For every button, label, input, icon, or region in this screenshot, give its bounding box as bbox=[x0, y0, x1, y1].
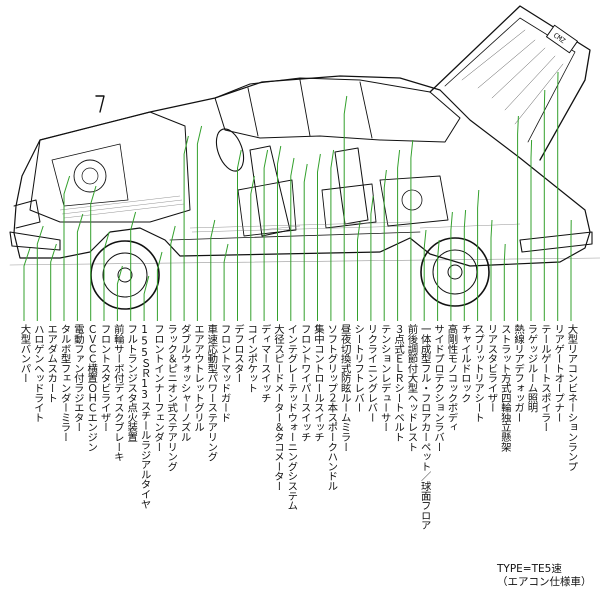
leader-line bbox=[170, 225, 176, 321]
callout-label: 車速応動型パワーステアリング bbox=[205, 324, 218, 462]
leader-line bbox=[76, 213, 84, 321]
leader-line bbox=[223, 243, 229, 321]
leader-line bbox=[130, 211, 137, 321]
callout-label: チャイルドロック bbox=[458, 324, 471, 403]
leader-line bbox=[423, 229, 427, 321]
callout-label: ハロゲンヘッドライト bbox=[31, 324, 44, 423]
callout-label: エアダムスカート bbox=[45, 324, 58, 403]
leader-line bbox=[317, 153, 321, 321]
leader-line bbox=[543, 89, 546, 321]
callout-label: テンションレデューサー bbox=[378, 324, 391, 432]
leader-line bbox=[490, 219, 493, 321]
leader-line bbox=[437, 239, 440, 321]
callout-label: タルボ型フェンダーミラー bbox=[58, 324, 71, 442]
leader-line bbox=[277, 145, 282, 321]
callout-label: フロントインナーフェンダー bbox=[151, 324, 164, 452]
leader-line bbox=[303, 163, 308, 321]
callout-label: ラック＆ピニオン式ステアリング bbox=[165, 324, 178, 472]
leader-line bbox=[50, 243, 57, 321]
type-note-line2: （エアコン仕様車） bbox=[497, 576, 592, 588]
leader-line bbox=[477, 189, 480, 321]
callout-label: サイドプロテクションラバー bbox=[432, 324, 445, 452]
rear-seat bbox=[334, 147, 369, 225]
callout-label: 高剛性モノコックボディ bbox=[445, 324, 458, 432]
callout-label: フロントワイパースイッチ bbox=[298, 324, 311, 442]
leader-line bbox=[503, 243, 506, 321]
leader-lines bbox=[23, 71, 572, 321]
leader-line bbox=[196, 125, 203, 321]
callout-label: インテグレーテッドウォーニングシステム bbox=[285, 324, 298, 511]
leader-line bbox=[357, 221, 361, 321]
leader-line bbox=[383, 169, 387, 321]
callout-label: リクライニングレバー bbox=[365, 324, 378, 423]
callout-label: 電動ファン付ラジエター bbox=[71, 324, 84, 432]
callout-label: 一体成型フル・フロアカーペット／球面フロア bbox=[418, 324, 431, 530]
callout-label: 大型バンパー bbox=[18, 324, 31, 383]
callout-label: ディマースイッチ bbox=[258, 324, 271, 403]
license-plate bbox=[546, 24, 578, 54]
leader-line bbox=[143, 275, 150, 321]
callout-label: ソフトグリップ２本スポークハンドル bbox=[325, 324, 338, 491]
callout-label: 大型リアコンビネーションランプ bbox=[565, 324, 578, 472]
callout-label: フロントスタビライザー bbox=[98, 324, 111, 432]
callout-label: デフロスター bbox=[231, 324, 244, 383]
callout-label: エアアウトレットグリル bbox=[191, 324, 204, 432]
leader-line bbox=[103, 231, 110, 321]
leader-line bbox=[23, 247, 31, 321]
callout-label: フロントマッドガード bbox=[218, 324, 231, 423]
type-note: TYPE=TE5速 （エアコン仕様車） bbox=[497, 563, 592, 589]
callout-label: ダブルウォッシャーノズル bbox=[178, 324, 191, 442]
leader-line bbox=[530, 139, 533, 321]
leader-line bbox=[210, 219, 216, 321]
callout-label: 昼夜切換式防眩ルームミラー bbox=[338, 324, 351, 452]
front-seat bbox=[249, 145, 291, 237]
callout-label: スプリットリアシート bbox=[472, 324, 485, 423]
callout-label: 155ＳＲ13スチールラジアルタイヤ bbox=[138, 324, 151, 509]
leader-line bbox=[397, 149, 401, 321]
callout-label: 熱線リアデフォッガー bbox=[512, 324, 525, 423]
leader-line bbox=[237, 149, 242, 321]
callout-label: シートリフトレバー bbox=[352, 324, 365, 413]
leader-line bbox=[183, 135, 189, 321]
leader-line bbox=[330, 149, 335, 321]
leader-line bbox=[463, 209, 467, 321]
callout-label: 集中コントロールスイッチ bbox=[312, 324, 324, 442]
leader-line bbox=[410, 139, 414, 321]
callout-label: 前輪サーボ付ディスクブレーキ bbox=[111, 324, 124, 462]
leader-line bbox=[156, 251, 163, 321]
leader-line bbox=[90, 185, 97, 321]
type-note-line1: TYPE=TE5速 bbox=[497, 563, 562, 575]
callout-label: 前後調節付大型ヘッドレスト bbox=[405, 324, 418, 452]
callout-label: ＣＶＣＣ横置ＯＨＣエンジン bbox=[85, 324, 98, 452]
rear-wheel bbox=[420, 237, 490, 307]
callout-label: リアゲートオープナー bbox=[552, 324, 565, 423]
leader-line bbox=[36, 225, 44, 321]
callout-label: ラゲッジルーム照明 bbox=[525, 324, 538, 413]
callout-label: フルトランジスタ点火装置 bbox=[125, 324, 138, 442]
leader-line bbox=[263, 149, 269, 321]
leader-line bbox=[63, 175, 71, 321]
callout-label: コインポケット bbox=[245, 324, 258, 393]
callout-label: 大径スピードメーター＆タコメーター bbox=[271, 324, 284, 491]
leader-line bbox=[290, 157, 295, 321]
leader-line bbox=[116, 265, 123, 321]
callout-label: ストラット方式四輪独立懸架 bbox=[498, 324, 511, 452]
callout-label: リアスタビライザー bbox=[485, 324, 498, 413]
leader-line bbox=[250, 175, 255, 321]
leader-line bbox=[370, 195, 374, 321]
callout-label: ３点式ＥＬＲシートベルト bbox=[392, 324, 405, 442]
leader-line bbox=[343, 95, 348, 321]
callout-label: テールゲートスポイラー bbox=[538, 324, 551, 432]
leader-line bbox=[517, 115, 519, 321]
leader-line bbox=[450, 211, 453, 321]
open-tailgate bbox=[429, 5, 591, 161]
